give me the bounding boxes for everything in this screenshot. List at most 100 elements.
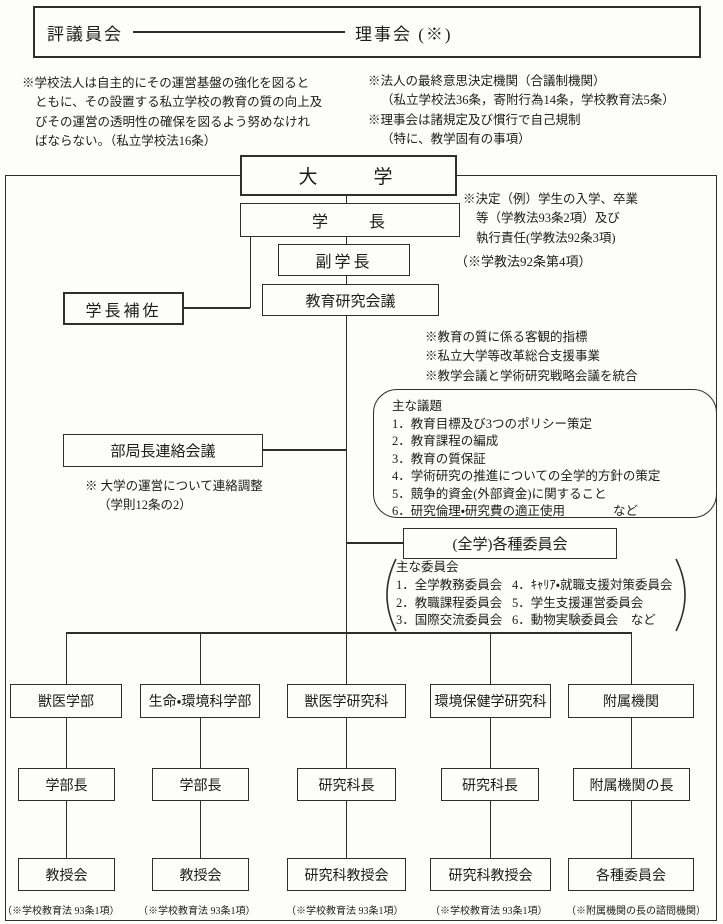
agenda-item: 5．競争的資金(外部資金)に関すること [392,486,607,501]
committee-item: 6．動物実験委員会 など [512,613,656,628]
committee-item: 5．学生支援運営委員会 [512,595,644,610]
agenda-item: 6．研究倫理・研究費の適正使用など [392,503,716,521]
education-research-council-label: 教育研究会議 [305,293,396,310]
faculty-label: 生命・環境科学部 [148,695,252,710]
note-line: （学則12条の2） [98,498,192,513]
education-research-council-box: 教育研究会議 [262,284,439,316]
connector [489,632,491,684]
dean-box: 学部長 [18,768,115,801]
faculty-council-label: 研究科教授会 [448,868,533,884]
committee-item: 1．全学教務委員会 [396,577,503,592]
vice-president-box: 副学長 [278,244,410,276]
faculty-box: 獣医学研究科 [287,684,406,718]
faculty-label: 環境保健学研究科 [434,695,547,710]
distribution-line [65,632,632,634]
legal-note: （※学校教育法 93条1項） [2,904,120,920]
president-label: 学 長 [311,214,388,231]
agenda-title: 主な議題 [392,399,443,413]
faculty-box: 生命・環境科学部 [140,684,260,718]
connector [489,718,491,768]
note-line: ※私立大学等改革総合支援事業 [425,349,601,364]
faculty-label: 獣医学部 [38,695,94,710]
connector [345,801,347,858]
dean-label: 学部長 [45,778,88,794]
agenda-item: 3．教育の質保証 [392,451,486,466]
connector [199,718,201,768]
note-line: ※ 大学の運営について連絡調整 [85,479,263,493]
note-line: 等（学教法93条2項）及び [476,211,620,226]
connector [630,718,632,768]
councilors-trustees-connector [133,31,345,33]
connector [199,801,201,858]
connector [345,718,347,768]
president-box: 学 長 [240,203,460,237]
connector [65,718,67,768]
dean-label: 附属機関の長 [589,778,674,794]
committee-item: 2．教職課程委員会 [396,595,503,610]
main-committees-panel: 主な委員会 1．全学教務委員会 4．ｷｬﾘｱ・就職支援対策委員会 2．教職課程委員… [396,559,676,630]
faculty-council-box: 研究科教授会 [287,858,406,891]
faculty-council-box: 各種委員会 [568,858,694,891]
connector [65,801,67,858]
university-wide-committees-box: (全学)各種委員会 [403,528,617,559]
committees-row: 2．教職課程委員会 5．学生支援運営委員会 [396,595,676,613]
legal-note: （※学校教育法 93条1項） [286,904,404,920]
right-parenthesis-bracket [675,558,686,632]
legal-note: （※附属機関の長の諮問機関） [566,904,706,920]
committee-item: 4．ｷｬﾘｱ・就職支援対策委員会 [512,577,673,592]
dean-label: 研究科長 [462,778,518,794]
bureau-chiefs-liaison-council-box: 部局長連絡会議 [63,434,263,467]
dean-label: 研究科長 [318,778,375,794]
committee-item: 3．国際交流委員会 [396,613,503,628]
connector [489,801,491,858]
dean-label: 学部長 [179,778,222,794]
faculty-box: 環境保健学研究科 [430,684,551,718]
connector [263,449,346,451]
note-line: （※学教法92条第4項） [455,254,592,269]
councilors-board-label: 評議員会 [47,24,123,44]
bureau-council-note: ※ 大学の運営について連絡調整 （学則12条の2） [85,477,263,516]
trustees-board-note: ※法人の最終意思決定機関（合議制機関） （私立学校法36条，寄附行為14条，学校… [368,72,675,150]
president-aide-box: 学長補佐 [63,292,184,325]
committees-title: 主な委員会 [396,560,459,574]
vice-president-note: （※学教法92条第4項） [455,252,592,272]
note-line: 執行責任(学教法92条3項) [476,230,616,245]
note-line: びその運営の透明性の確保を図るよう努めなけれ [35,114,311,129]
connector [345,195,347,204]
note-line: （※学校教育法 93条1項） [430,906,548,917]
dean-box: 研究科長 [441,768,539,801]
connector [345,237,347,684]
faculty-label: 獣医学研究科 [304,695,389,710]
connector [346,542,404,544]
dean-box: 学部長 [152,768,249,801]
vice-president-label: 副学長 [315,254,373,271]
faculty-label: 附属機関 [603,695,659,710]
note-line: （※学校教育法 93条1項） [2,906,120,917]
dean-box: 附属機関の長 [573,768,690,801]
dean-box: 研究科長 [297,768,396,801]
legal-note: （※学校教育法 93条1項） [138,904,256,920]
main-agenda-panel: 主な議題 1．教育目標及び3つのポリシー策定 2．教育課程の編成 3．教育の質保… [373,389,717,518]
note-line: （※学校教育法 93条1項） [286,906,404,917]
faculty-council-label: 研究科教授会 [304,868,389,884]
university-box: 大 学 [240,155,457,196]
connector [249,237,251,308]
education-research-council-notes: ※教育の質に係る客観的指標 ※私立大学等改革総合支援事業 ※教学会議と学術研究戦… [425,328,638,386]
agenda-item: 2．教育課程の編成 [392,434,499,448]
private-school-law-note: ※学校法人は自主的にその運営基盤の強化を図ると ともに、その設置する私立学校の教… [22,74,322,152]
committees-row: 3．国際交流委員会 6．動物実験委員会 など [396,612,676,630]
note-line: ※学校法人は自主的にその運営基盤の強化を図ると [22,76,310,90]
faculty-council-box: 研究科教授会 [430,858,551,891]
legal-note: （※学校教育法 93条1項） [430,904,548,920]
faculty-council-box: 教授会 [18,858,115,891]
left-parenthesis-bracket [386,558,397,632]
connector [65,632,67,684]
trustees-board-label: 理事会 (※) [355,24,453,44]
faculty-council-label: 各種委員会 [596,868,666,884]
note-line: ※教学会議と学術研究戦略会議を統合 [425,368,638,383]
faculty-council-box: 教授会 [152,858,249,891]
governance-box: 評議員会 理事会 (※) [33,6,701,58]
note-line: ※理事会は諸規定及び慣行で自己規制 [368,112,581,127]
note-line: ※決定（例）学生の入学、卒業 [463,192,639,206]
note-line: ※教育の質に係る客観的指標 [425,330,588,344]
